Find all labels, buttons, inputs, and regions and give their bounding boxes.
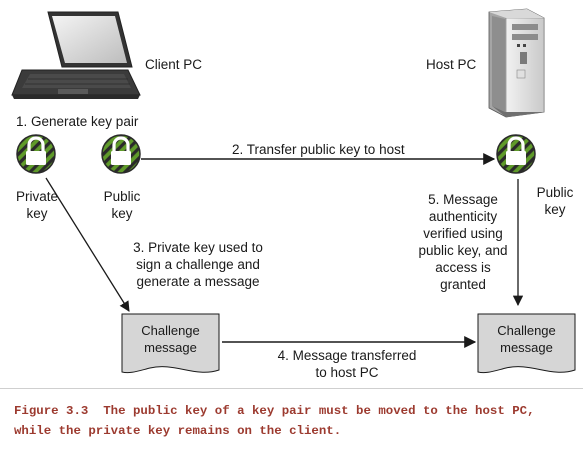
challenge-document-left bbox=[121, 313, 220, 374]
step5-label: 5. Message authenticity verified using p… bbox=[418, 192, 508, 292]
step1-label: 1. Generate key pair bbox=[16, 114, 139, 129]
challenge-message-right-label: Challenge message bbox=[497, 323, 556, 355]
challenge-document-right bbox=[477, 313, 576, 374]
private-key-padlock-icon bbox=[15, 133, 57, 175]
step4-label: 4. Message transferred to host PC bbox=[277, 348, 417, 380]
step3-label: 3. Private key used to sign a challenge … bbox=[133, 240, 263, 289]
client-pc-label: Client PC bbox=[145, 57, 203, 72]
caption-divider bbox=[0, 388, 583, 389]
challenge-message-left-label: Challenge message bbox=[141, 323, 200, 355]
public-key-label: Public key bbox=[103, 189, 141, 221]
figure-number: Figure 3.3 bbox=[14, 404, 89, 418]
host-public-key-padlock-icon bbox=[495, 133, 537, 175]
public-key-padlock-icon bbox=[100, 133, 142, 175]
laptop-icon bbox=[11, 11, 141, 99]
caption-text: The public key of a key pair must be mov… bbox=[14, 404, 535, 438]
figure-caption: Figure 3.3 The public key of a key pair … bbox=[14, 401, 574, 441]
step2-label: 2. Transfer public key to host bbox=[232, 142, 405, 157]
host-public-key-label: Public key bbox=[536, 185, 574, 217]
private-key-label: Private key bbox=[15, 189, 59, 221]
tower-pc-icon bbox=[488, 8, 545, 118]
arrow-private-key-to-challenge bbox=[45, 177, 130, 312]
host-pc-label: Host PC bbox=[426, 57, 477, 72]
